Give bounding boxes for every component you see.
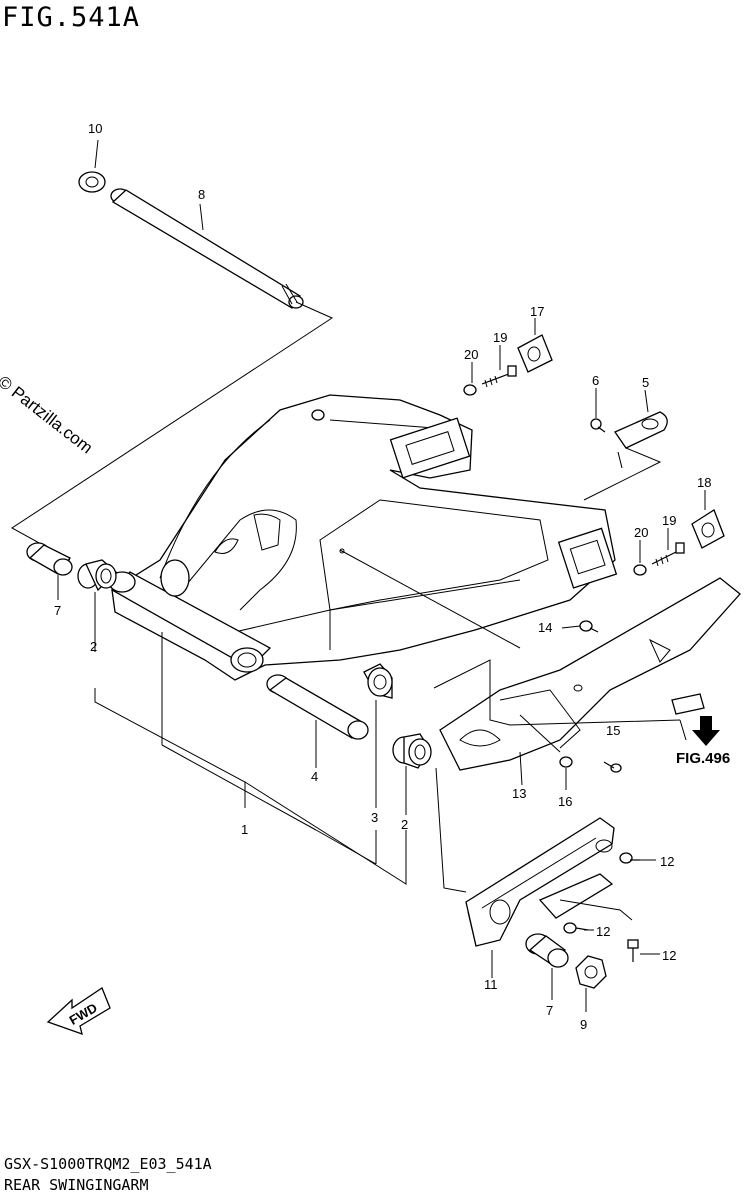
part-12-bolt-middle[interactable] — [563, 922, 589, 934]
part-6-bolt[interactable] — [590, 418, 606, 433]
part-18-block[interactable] — [691, 509, 725, 549]
callout-18[interactable]: 18 — [697, 475, 711, 490]
part-2-bearing-left[interactable] — [77, 559, 117, 592]
diagram-caption: REAR SWINGINGARM — [4, 1176, 149, 1194]
part-20-washer-lower[interactable] — [633, 564, 647, 576]
part-5-bracket[interactable] — [614, 411, 668, 469]
callout-20-upper[interactable]: 20 — [464, 347, 478, 362]
callout-10[interactable]: 10 — [88, 121, 102, 136]
callout-7-left[interactable]: 7 — [54, 603, 61, 618]
callout-1[interactable]: 1 — [241, 822, 248, 837]
part-14-bolt[interactable] — [579, 620, 599, 633]
part-7-collar-right[interactable] — [525, 933, 569, 968]
callout-20-lower[interactable]: 20 — [634, 525, 648, 540]
callout-3[interactable]: 3 — [371, 810, 378, 825]
callout-12-upper[interactable]: 12 — [660, 854, 674, 869]
callout-9[interactable]: 9 — [580, 1017, 587, 1032]
callout-12-middle[interactable]: 12 — [596, 924, 610, 939]
callout-4[interactable]: 4 — [311, 769, 318, 784]
part-12-bolt-lower[interactable] — [627, 939, 639, 962]
callout-6[interactable]: 6 — [592, 373, 599, 388]
callout-2-right[interactable]: 2 — [401, 817, 408, 832]
figure-title: FIG.541A — [2, 2, 141, 33]
reference-arrow-icon — [692, 716, 720, 746]
part-15-label[interactable] — [671, 693, 705, 715]
callout-2-left[interactable]: 2 — [90, 639, 97, 654]
callout-12-lower[interactable]: 12 — [662, 948, 676, 963]
callout-15[interactable]: 15 — [606, 723, 620, 738]
part-20-washer-upper[interactable] — [463, 384, 477, 396]
callout-11[interactable]: 11 — [484, 977, 498, 992]
part-13-chain-cover[interactable] — [439, 577, 741, 771]
part-9-nut[interactable] — [575, 955, 607, 989]
callout-14[interactable]: 14 — [538, 620, 552, 635]
callout-19-upper[interactable]: 19 — [493, 330, 507, 345]
part-8-pivot-shaft[interactable] — [110, 188, 304, 309]
forward-arrow-icon — [46, 987, 111, 1036]
callout-19-lower[interactable]: 19 — [662, 513, 676, 528]
part-17-block[interactable] — [517, 334, 553, 373]
callout-13[interactable]: 13 — [512, 786, 526, 801]
part-1-swingarm[interactable] — [108, 394, 618, 681]
part-19-bolt-lower[interactable] — [651, 542, 685, 567]
callout-7-right[interactable]: 7 — [546, 1003, 553, 1018]
part-19-bolt-upper[interactable] — [481, 365, 517, 388]
callout-5[interactable]: 5 — [642, 375, 649, 390]
callout-17[interactable]: 17 — [530, 304, 544, 319]
part-4-inner-collar[interactable] — [266, 674, 369, 740]
part-16-screw[interactable] — [559, 756, 622, 773]
model-code: GSX-S1000TRQM2_E03_541A — [4, 1155, 212, 1173]
part-11-chain-slider[interactable] — [465, 817, 615, 947]
reference-figure-link[interactable]: FIG.496 — [676, 750, 731, 767]
callout-16[interactable]: 16 — [558, 794, 572, 809]
part-7-collar-left[interactable] — [26, 542, 73, 576]
callout-8[interactable]: 8 — [198, 187, 205, 202]
part-10-nut[interactable] — [78, 171, 106, 193]
part-2-bearing-right[interactable] — [392, 733, 432, 769]
part-3-bearing[interactable] — [363, 663, 393, 699]
part-12-bolt-upper[interactable] — [619, 852, 640, 864]
